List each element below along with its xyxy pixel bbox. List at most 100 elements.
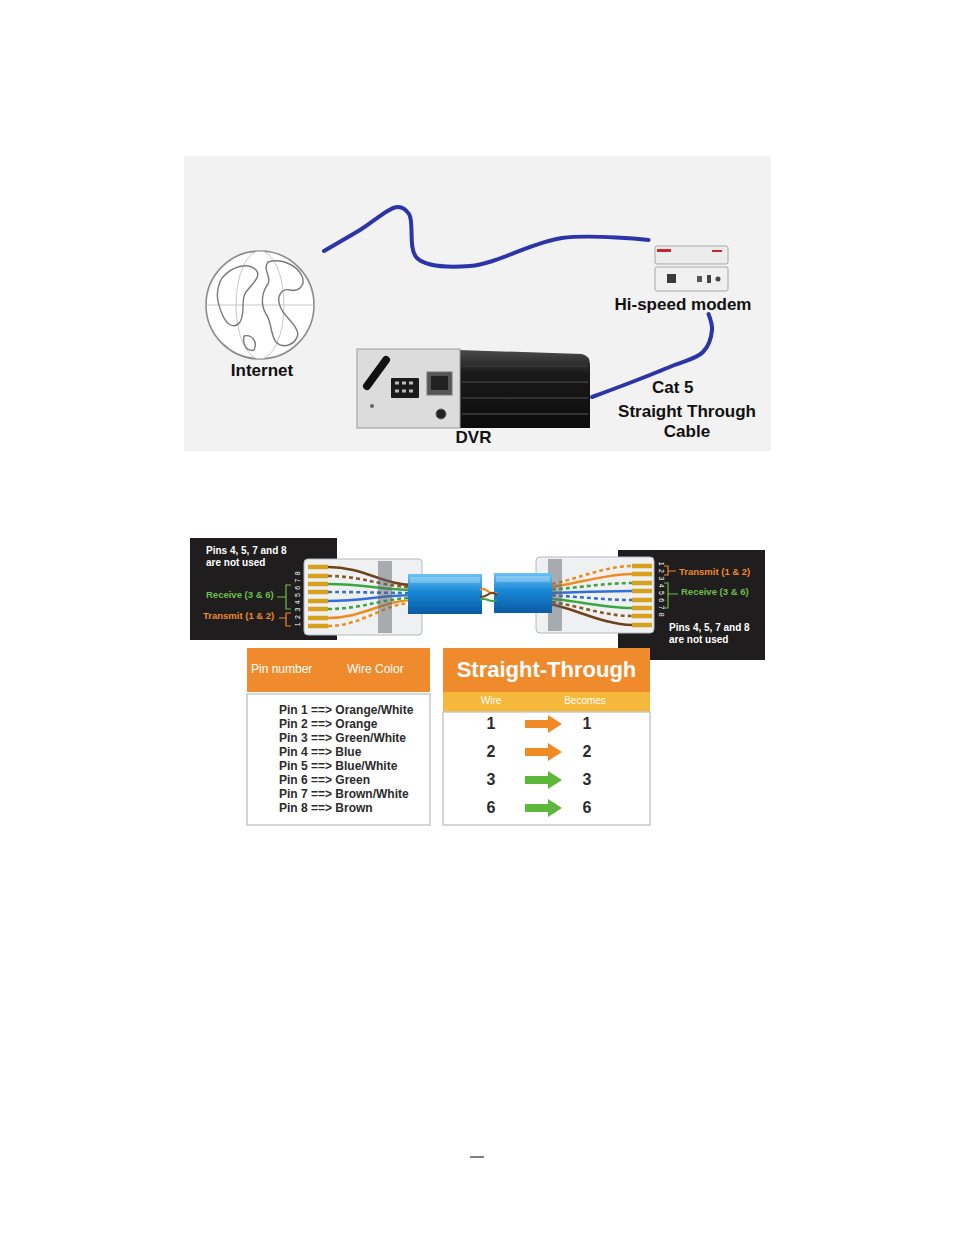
pin-color-row: Pin 1 ==> Orange/White [279,703,413,717]
modem-illustration-part [667,274,676,283]
table-header: Pin number [251,663,312,677]
page-mark [470,1157,484,1158]
receive-pins-label: Receive (3 & 6) [206,590,274,601]
modem-illustration-part [707,275,711,283]
cable-illustration-part [664,566,676,575]
globe-illustration-part [244,336,256,351]
cable-label: Cat 5 [652,378,694,398]
cable-illustration-part-part [328,603,412,626]
cable-illustration-part-part [632,598,652,603]
pin-tables-part [525,771,562,789]
modem-illustration [655,246,728,291]
modem-illustration-part [655,246,728,264]
cable-illustration-part-part [632,614,652,619]
cable-illustration-part [480,589,497,601]
pin-tables-part [525,799,562,817]
cable-illustration-part-part [308,607,328,612]
pin-numbers: 12345678 [294,568,302,626]
modem-illustration-part [697,276,702,282]
cable-illustration-part [279,613,291,626]
wire-number: 3 [583,771,592,789]
cable-illustration-part [410,577,480,583]
globe-illustration-part [206,251,314,359]
pin-numbers: 12345678 [657,562,665,620]
transmit-pins-label: Transmit (1 & 2) [679,567,750,578]
cable-illustration-part-part [308,565,328,570]
pin-color-row: Pin 5 ==> Blue/White [279,759,397,773]
cable-illustration-part-part [632,564,652,569]
cable-illustration-part-part [632,623,652,628]
cable-illustration-part [536,557,654,633]
dvr-illustration-part [431,376,448,390]
cable-illustration-part [408,574,482,614]
cable-illustration-part [494,573,552,613]
modem-illustration-part [655,267,728,291]
cable-illustration-part-part [632,606,652,611]
cable-illustration-part-part [308,574,328,579]
wire-number: 3 [487,771,496,789]
unused-pins-note: Pins 4, 5, 7 and 8 are not used [669,622,764,645]
cable-illustration-part-part [632,581,652,586]
modem-node: Hi-speed modem [611,240,756,314]
pin-tables [247,648,650,825]
node-label: Internet [231,361,293,380]
globe-illustration-part [262,261,303,346]
modem-illustration-part [712,250,722,252]
wire-number: 2 [583,743,592,761]
cable-illustration-part-part [328,576,412,587]
cable-illustration-part-part [308,582,328,587]
dvr-illustration-part [367,360,386,386]
dvr-illustration-part [436,409,446,419]
pin-color-row: Pin 3 ==> Green/White [279,731,406,745]
column-header: Becomes [564,695,606,707]
column-header: Wire [481,695,502,707]
cable-illustration-part-part [308,624,328,629]
cable-illustration-part [304,559,422,635]
dvr-node: DVR [355,345,592,447]
cable-illustration-part [277,585,291,609]
dvr-illustration-part [370,404,374,408]
pin-tables-part [443,648,650,692]
node-label: DVR [456,428,492,447]
cable-illustration-part-part [328,592,412,593]
cable-illustration-part-part [328,603,412,626]
cable-illustration-part-part [328,595,412,601]
cable-illustration-part-part [328,576,412,587]
pin-color-row: Pin 4 ==> Blue [279,745,361,759]
globe-illustration-part [206,305,314,306]
wire-number: 6 [583,799,592,817]
pin-tables-part [525,715,562,733]
dvr-illustration-part [462,366,588,414]
wire-number: 1 [583,715,592,733]
dvr-illustration-part [357,349,460,428]
pin-tables-part [443,712,650,825]
cable-illustration-part-part [328,592,412,593]
pin-color-row: Pin 6 ==> Green [279,773,370,787]
cable-illustration-part-part [308,616,328,621]
unused-pins-note: Pins 4, 5, 7 and 8 are not used [206,545,301,568]
dvr-illustration-part [458,350,590,428]
wire-number: 1 [487,715,496,733]
table-header: Wire Color [347,663,404,677]
internet-node: Internet [200,248,324,380]
node-label: Hi-speed modem [615,295,752,314]
pin-color-row: Pin 7 ==> Brown/White [279,787,409,801]
cable-illustration [190,538,765,660]
cable-illustration-part-part [480,599,497,601]
dvr-illustration [357,349,590,428]
modem-illustration-part [716,277,721,282]
cable-illustration-part-part [632,572,652,577]
wire-number: 6 [487,799,496,817]
cable-illustration-part [308,566,652,626]
globe-illustration-part [217,266,257,326]
dvr-illustration-part [391,378,419,398]
cable-illustration-part [664,583,678,608]
globe-illustration [206,251,314,359]
table-title: Straight-Through [457,657,637,682]
pin-tables-part [525,743,562,761]
